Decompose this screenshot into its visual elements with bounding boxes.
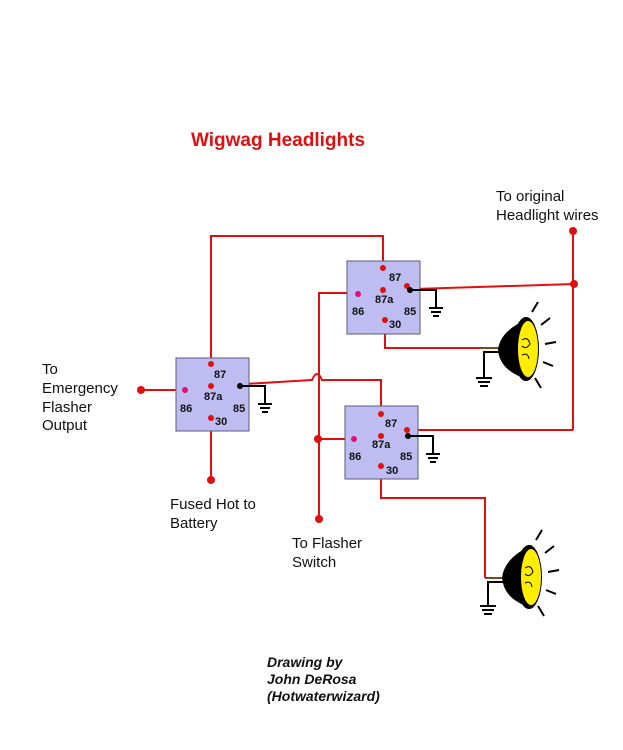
label-emergency-2: Emergency bbox=[42, 380, 118, 397]
wire-r1-87a-to-r3-87 bbox=[210, 373, 382, 414]
label-emergency-1: To bbox=[42, 361, 58, 378]
relay-1: 87 87a 86 85 30 bbox=[175, 357, 266, 432]
wire-flasher-to-r2-86 bbox=[318, 292, 358, 519]
relay-3-pin-87: 87 bbox=[385, 418, 397, 430]
label-fused-hot-2: Battery bbox=[170, 515, 218, 532]
ground-icon bbox=[480, 605, 496, 615]
relay-2-dot-85 bbox=[407, 287, 413, 293]
label-headlight-wires-1: To original bbox=[496, 188, 564, 205]
relay-1-dot-87a bbox=[208, 383, 214, 389]
label-emergency-3: Flasher bbox=[42, 399, 92, 416]
relay-3-dot-30 bbox=[378, 463, 384, 469]
relay-1-pin-87: 87 bbox=[214, 369, 226, 381]
wire-r1-87-to-r2-87 bbox=[210, 235, 384, 364]
label-flasher-switch-2: Switch bbox=[292, 554, 336, 571]
relay-2-pin-86: 86 bbox=[352, 306, 364, 318]
label-flasher-switch-1: To Flasher bbox=[292, 535, 362, 552]
relay-2-pin-30: 30 bbox=[389, 319, 401, 331]
relay-2-dot-87a bbox=[380, 287, 386, 293]
relay-3-dot-87 bbox=[378, 411, 384, 417]
relay-3-pin-30: 30 bbox=[386, 465, 398, 477]
relay-2-pin-85: 85 bbox=[404, 306, 416, 318]
credit-line-1: Drawing by bbox=[267, 654, 344, 670]
relay-1-pin-87a: 87a bbox=[204, 391, 223, 403]
ground-icon bbox=[426, 453, 440, 463]
relay-1-pin-30: 30 bbox=[215, 416, 227, 428]
terminal-flasher-switch bbox=[315, 515, 323, 523]
headlight-icon bbox=[498, 301, 557, 389]
relay-3: 87 87a 86 85 30 bbox=[344, 405, 434, 480]
label-fused-hot-1: Fused Hot to bbox=[170, 496, 256, 513]
relay-1-dot-87 bbox=[208, 361, 214, 367]
relay-1-dot-86 bbox=[182, 387, 188, 393]
relay-3-pin-85: 85 bbox=[400, 451, 412, 463]
terminal-fused-hot bbox=[207, 476, 215, 484]
label-headlight-wires-2: Headlight wires bbox=[496, 207, 599, 224]
junction-flasher bbox=[314, 435, 322, 443]
relay-1-ground-wire bbox=[240, 385, 266, 404]
relay-2-dot-30 bbox=[382, 317, 388, 323]
relay-1-pin-85: 85 bbox=[233, 403, 245, 415]
relay-2: 87 87a 86 85 30 bbox=[346, 260, 437, 335]
junction-r3-87a bbox=[404, 427, 410, 433]
relay-3-ground-wire bbox=[408, 435, 434, 454]
relay-2-dot-86 bbox=[355, 291, 361, 297]
relay-1-dot-85 bbox=[237, 383, 243, 389]
relay-1-pin-86: 86 bbox=[180, 403, 192, 415]
ground-icon bbox=[258, 403, 272, 413]
relay-3-dot-85 bbox=[405, 433, 411, 439]
terminal-emergency bbox=[137, 386, 145, 394]
relay-3-dot-87a bbox=[378, 433, 384, 439]
label-emergency-4: Output bbox=[42, 417, 88, 434]
relay-2-body bbox=[346, 260, 421, 335]
wire-r3-30-to-lamp2 bbox=[380, 466, 486, 578]
relay-3-pin-86: 86 bbox=[349, 451, 361, 463]
headlight-icon bbox=[502, 529, 560, 617]
relay-3-pin-87a: 87a bbox=[372, 439, 391, 451]
relay-2-pin-87a: 87a bbox=[375, 294, 394, 306]
credit-line-2: John DeRosa bbox=[267, 671, 357, 687]
relay-2-ground-wire bbox=[410, 289, 437, 308]
wire-lamp2-ground bbox=[487, 581, 509, 606]
credit-line-3: (Hotwaterwizard) bbox=[267, 688, 380, 704]
ground-icon bbox=[429, 307, 443, 317]
relay-2-pin-87: 87 bbox=[389, 272, 401, 284]
relay-2-dot-87 bbox=[380, 265, 386, 271]
relay-1-dot-30 bbox=[208, 415, 214, 421]
relay-3-dot-86 bbox=[351, 436, 357, 442]
diagram-title: Wigwag Headlights bbox=[191, 130, 365, 151]
terminal-headlight-wires bbox=[569, 227, 577, 235]
ground-icon bbox=[476, 377, 492, 387]
junction-headlight bbox=[570, 280, 578, 288]
junction-dots bbox=[137, 227, 578, 523]
